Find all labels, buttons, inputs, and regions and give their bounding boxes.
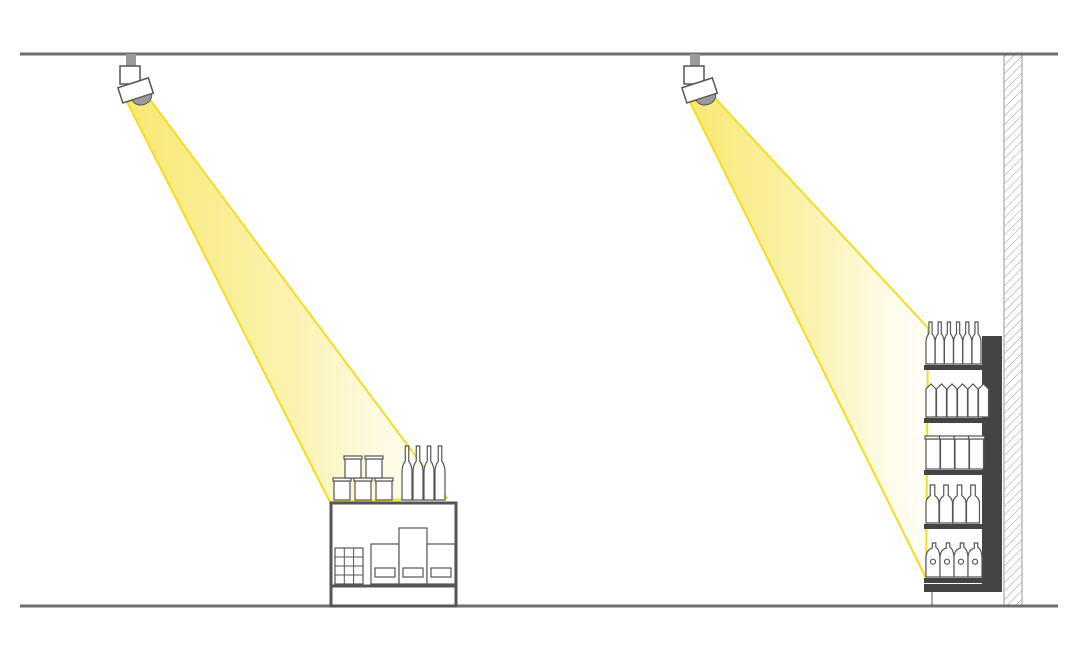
jar [354, 480, 372, 501]
bottle [412, 445, 424, 501]
carton [967, 383, 979, 418]
bottle [962, 321, 973, 365]
shelving-back-panel [982, 336, 1002, 592]
bottle [423, 445, 435, 501]
bottle [953, 321, 964, 365]
display-table [329, 445, 458, 608]
carton [956, 383, 969, 418]
track-mount [126, 54, 136, 66]
table-top-jars [332, 455, 394, 501]
jar [333, 480, 351, 501]
jar [939, 438, 956, 470]
jar [954, 438, 970, 470]
structure [20, 52, 1058, 608]
jar-lid [374, 477, 394, 482]
bottle [971, 321, 982, 365]
shelf-board [924, 578, 982, 583]
jar [365, 458, 383, 479]
jar-lid [364, 455, 384, 460]
jar-lid [967, 435, 986, 440]
jar-lid [938, 435, 957, 440]
shelf-board [924, 470, 982, 475]
table-top-bottles [401, 445, 446, 501]
carton [946, 383, 958, 418]
right-wall [1004, 54, 1022, 606]
jug-handle [943, 558, 951, 565]
bottle [925, 484, 940, 524]
carton [925, 383, 937, 418]
jar-lid [353, 477, 373, 482]
spotlight-right [680, 54, 719, 106]
jar-lid [332, 477, 352, 482]
beam-right [689, 96, 929, 579]
jar-lid [953, 435, 971, 440]
light-beams [126, 96, 929, 579]
wall-shelves [924, 321, 990, 583]
tall-box-label [402, 567, 424, 578]
spotlight-left [116, 54, 155, 106]
jug-handle [929, 558, 937, 565]
lamp-lens [695, 93, 717, 106]
shelving-base [924, 584, 1002, 592]
box [370, 543, 400, 585]
bottle [952, 484, 967, 524]
beam-left [126, 96, 448, 503]
box [426, 543, 456, 585]
jar [925, 438, 941, 470]
shelf-board [924, 418, 982, 423]
table-frame [329, 501, 458, 608]
box-label [430, 567, 452, 578]
bottle [401, 445, 413, 501]
carton [935, 383, 948, 418]
box-label [374, 567, 396, 578]
shelf-board [924, 524, 982, 529]
table-front-items [334, 527, 456, 585]
wall-shelving [924, 321, 1002, 606]
jug-handle [971, 558, 979, 565]
jar [344, 458, 362, 479]
bottle [943, 321, 954, 365]
jar-lid [343, 455, 363, 460]
bottle [938, 484, 954, 524]
jug-handle [957, 558, 965, 565]
jar [968, 438, 985, 470]
jar [375, 480, 393, 501]
jar-lid [924, 435, 942, 440]
bottle [965, 484, 981, 524]
lamp-lens [131, 93, 153, 106]
shelf-board [924, 365, 982, 370]
track-mount [690, 54, 700, 66]
bottle [434, 445, 446, 501]
carton [977, 383, 990, 418]
bottle [934, 321, 945, 365]
